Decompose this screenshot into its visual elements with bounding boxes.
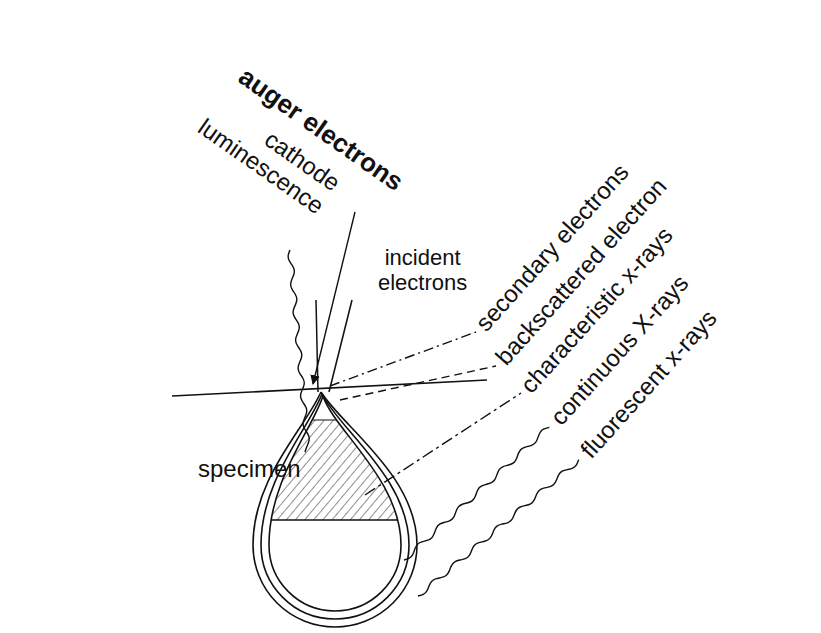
leader-line: [365, 393, 521, 495]
leader-line: [330, 332, 476, 386]
leader-line: [418, 460, 579, 596]
region-boundary: [290, 419, 360, 420]
beam-label: incident electrons: [378, 245, 467, 296]
specimen-label: specimen: [198, 455, 301, 483]
leader-line: [288, 250, 309, 452]
leader-line: [404, 427, 549, 560]
leader-line: [340, 366, 496, 400]
incident-beam: [329, 300, 352, 392]
incident-beam: [316, 300, 318, 392]
leader-line: [313, 212, 355, 384]
region-boundary: [260, 519, 410, 520]
